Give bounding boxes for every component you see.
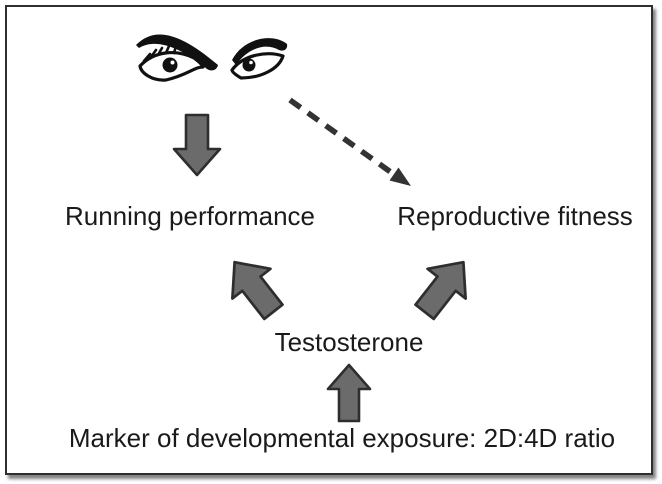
node-marker-2d4d-ratio: Marker of developmental exposure: 2D:4D … [68, 423, 616, 453]
solid-arrow-testosterone-to-reproductive-fitness-icon [414, 260, 467, 321]
dashed-arrow-eyes-to-reproductive-fitness-icon [288, 97, 411, 186]
solid-arrow-marker-to-testosterone-icon [326, 363, 372, 423]
node-running-performance: Running performance [64, 201, 316, 231]
eyes-icon [136, 34, 288, 82]
solid-arrow-testosterone-to-running-performance-icon [231, 260, 284, 321]
left-iris [162, 57, 178, 73]
left-iris-glint [170, 60, 175, 65]
right-eyebrow-shape [232, 38, 288, 65]
right-iris [242, 58, 256, 72]
diagram-frame: Running performance Reproductive fitness… [5, 5, 653, 475]
node-reproductive-fitness: Reproductive fitness [397, 201, 633, 231]
node-testosterone: Testosterone [274, 327, 424, 357]
right-iris-glint [249, 60, 253, 65]
left-eye-lashes [142, 44, 178, 63]
right-eye-outline [230, 52, 285, 80]
solid-arrow-eyes-to-running-performance-icon [172, 113, 222, 177]
